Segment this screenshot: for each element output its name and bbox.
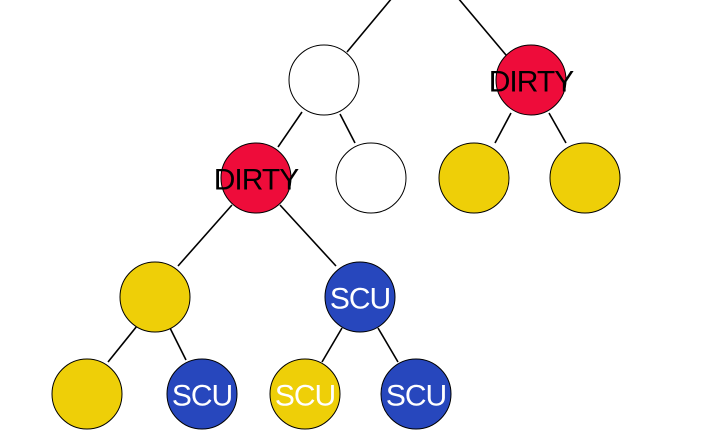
tree-edge-8	[279, 204, 337, 267]
node-circle	[220, 142, 292, 214]
node-label: SCU	[330, 283, 390, 316]
tree-nodes: DIRTY DIRTY SCU SCU SCU SCU	[51, 44, 621, 430]
tree-node-scu-yellow: SCU	[269, 358, 341, 430]
node-circle	[549, 142, 621, 214]
tree-node-yellow-bl	[51, 358, 123, 430]
node-label: SCU	[275, 380, 335, 413]
tree-edge-5	[494, 112, 512, 144]
tree-edge-12	[377, 327, 399, 363]
node-circle	[119, 261, 191, 333]
tree-node-white-small	[335, 142, 407, 214]
tree-edge-4	[339, 113, 356, 144]
node-circle	[324, 261, 396, 333]
tree-node-white-left	[288, 44, 360, 116]
node-label: DIRTY	[489, 66, 574, 99]
tree-edge-1	[346, 0, 392, 53]
tree-node-scu-b1: SCU	[166, 358, 238, 430]
node-circle	[438, 142, 510, 214]
node-circle	[51, 358, 123, 430]
node-label: DIRTY	[214, 164, 299, 197]
tree-node-scu-mid: SCU	[324, 261, 396, 333]
node-circle	[288, 44, 360, 116]
tree-edge-6	[548, 112, 567, 144]
tree-edge-10	[169, 327, 187, 361]
tree-edge-3	[277, 111, 303, 148]
node-label: SCU	[386, 380, 446, 413]
node-circle	[380, 358, 452, 430]
tree-edge-9	[107, 325, 138, 363]
node-circle	[166, 358, 238, 430]
node-label: SCU	[172, 380, 232, 413]
node-circle	[269, 358, 341, 430]
node-circle	[335, 142, 407, 214]
tree-node-scu-b2: SCU	[380, 358, 452, 430]
tree-edge-11	[321, 327, 343, 363]
tree-edge-2	[458, 0, 507, 56]
tree-node-yellow-r2	[549, 142, 621, 214]
tree-node-yellow-r1	[438, 142, 510, 214]
tree-node-dirty-mid: DIRTY	[214, 142, 300, 214]
tree-edge-7	[177, 204, 233, 267]
tree-node-dirty-right: DIRTY	[489, 44, 575, 116]
node-circle	[495, 44, 567, 116]
tree-node-yellow-mid	[119, 261, 191, 333]
tree-edges	[107, 0, 567, 363]
